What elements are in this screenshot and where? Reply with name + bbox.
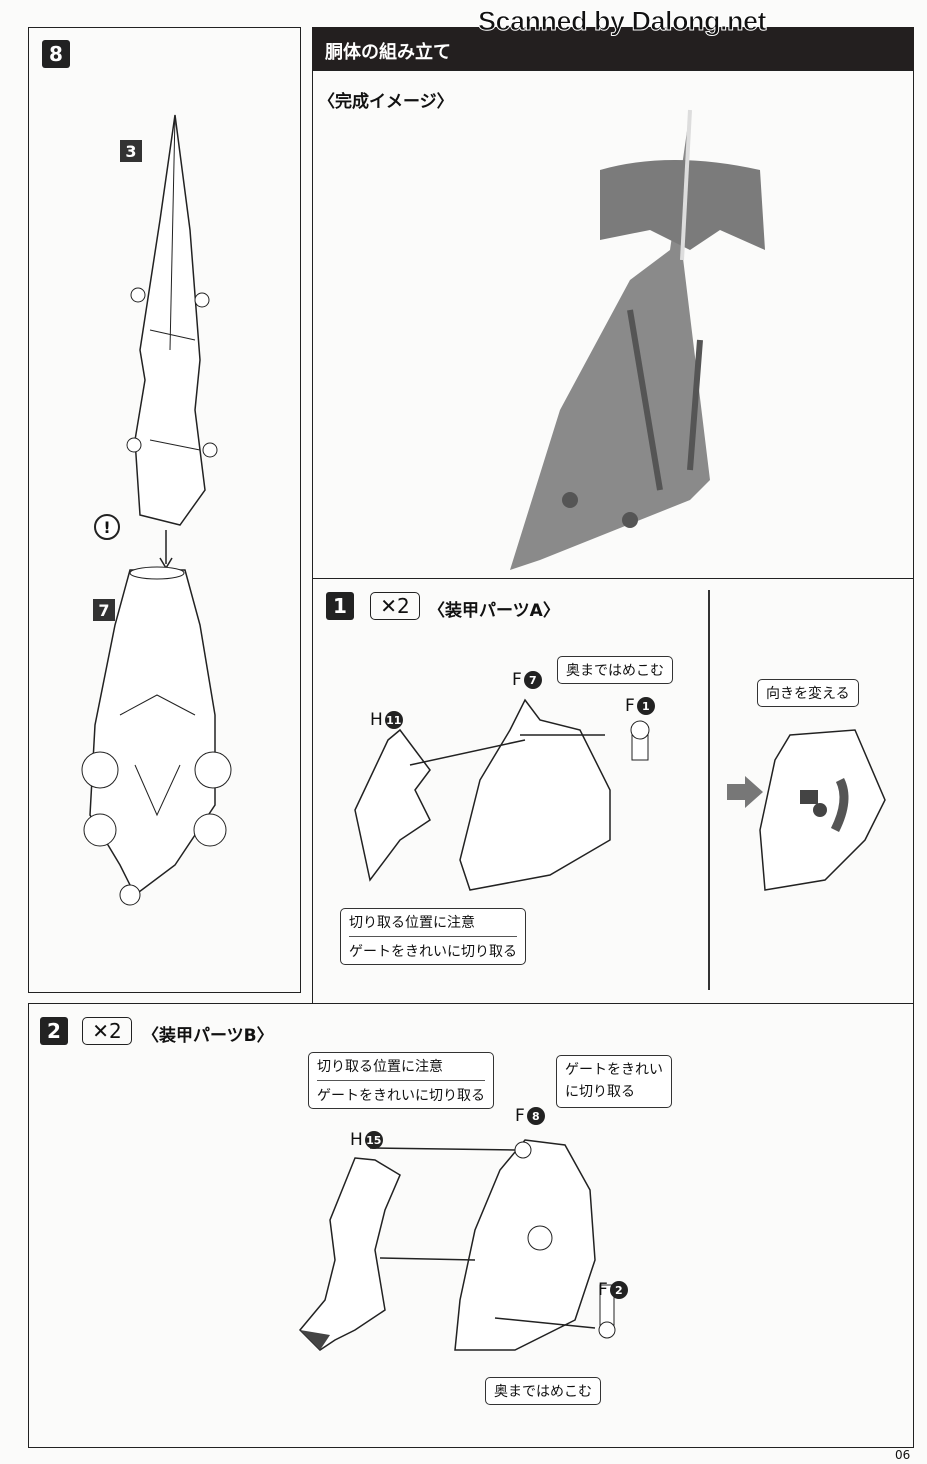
completion-image <box>510 109 765 570</box>
part-letter: F <box>512 670 522 690</box>
cut-note-1: 切り取る位置に注意 <box>349 915 475 931</box>
step-1-number: 1 <box>326 592 354 620</box>
section-header <box>312 27 914 71</box>
step-1-callout-insert: 奥まではめこむ <box>557 656 673 684</box>
arrow-right-icon <box>727 776 763 808</box>
cut-note-2: ゲートをきれいに切り取る <box>349 936 517 961</box>
step-2-drawing <box>298 1139 616 1351</box>
caution-icon: ! <box>94 514 120 540</box>
section-title: 胴体の組み立て <box>325 42 451 63</box>
part-3-label: 3 <box>120 140 142 162</box>
cut-note-1: 切り取る位置に注意 <box>317 1059 443 1075</box>
step-1-multiplier: ✕2 <box>370 592 420 620</box>
step-1-callout-turn: 向きを変える <box>757 679 859 707</box>
part-num: 7 <box>523 671 542 689</box>
part-letter: H <box>350 1130 363 1150</box>
part-num: 8 <box>526 1107 545 1125</box>
step-2-callout-insert: 奥まではめこむ <box>485 1377 601 1405</box>
step-2-panel <box>28 1003 914 1448</box>
step-1-callout-cut: 切り取る位置に注意 ゲートをきれいに切り取る <box>340 908 526 965</box>
part-num: 2 <box>609 1281 628 1299</box>
gate-line-2: に切り取る <box>565 1084 635 1101</box>
part-letter: F <box>598 1280 608 1300</box>
step-1-divider <box>708 590 710 990</box>
completion-label: 〈完成イメージ〉 <box>318 92 454 112</box>
step-1-result-drawing <box>759 729 886 891</box>
part-letter: H <box>370 710 383 730</box>
step-2-number: 2 <box>40 1017 68 1045</box>
step-8-number: 8 <box>42 40 70 68</box>
part-num: 15 <box>364 1131 383 1149</box>
part-7-drawing <box>81 566 232 906</box>
step-2-title: 〈装甲パーツB〉 <box>142 1026 274 1046</box>
part-letter: F <box>625 696 635 716</box>
arrow-down <box>159 530 173 570</box>
gate-line-1: ゲートをきれい <box>565 1062 663 1078</box>
step-2-callout-cut: 切り取る位置に注意 ゲートをきれいに切り取る <box>308 1052 494 1109</box>
page-number: 06 <box>895 1448 911 1462</box>
part-7-label: 7 <box>93 599 115 621</box>
watermark: Scanned by Dalong.net <box>477 6 767 37</box>
part-3-drawing <box>126 114 218 526</box>
step-1-title: 〈装甲パーツA〉 <box>428 601 560 621</box>
step-2-multiplier: ✕2 <box>82 1017 132 1045</box>
part-num: 11 <box>384 711 403 729</box>
step-1-drawing <box>354 698 650 891</box>
cut-note-2: ゲートをきれいに切り取る <box>317 1080 485 1105</box>
part-num: 1 <box>636 697 655 715</box>
step-2-callout-gate: ゲートをきれい に切り取る <box>556 1055 672 1108</box>
step-8-panel <box>28 27 301 993</box>
part-letter: F <box>515 1106 525 1126</box>
